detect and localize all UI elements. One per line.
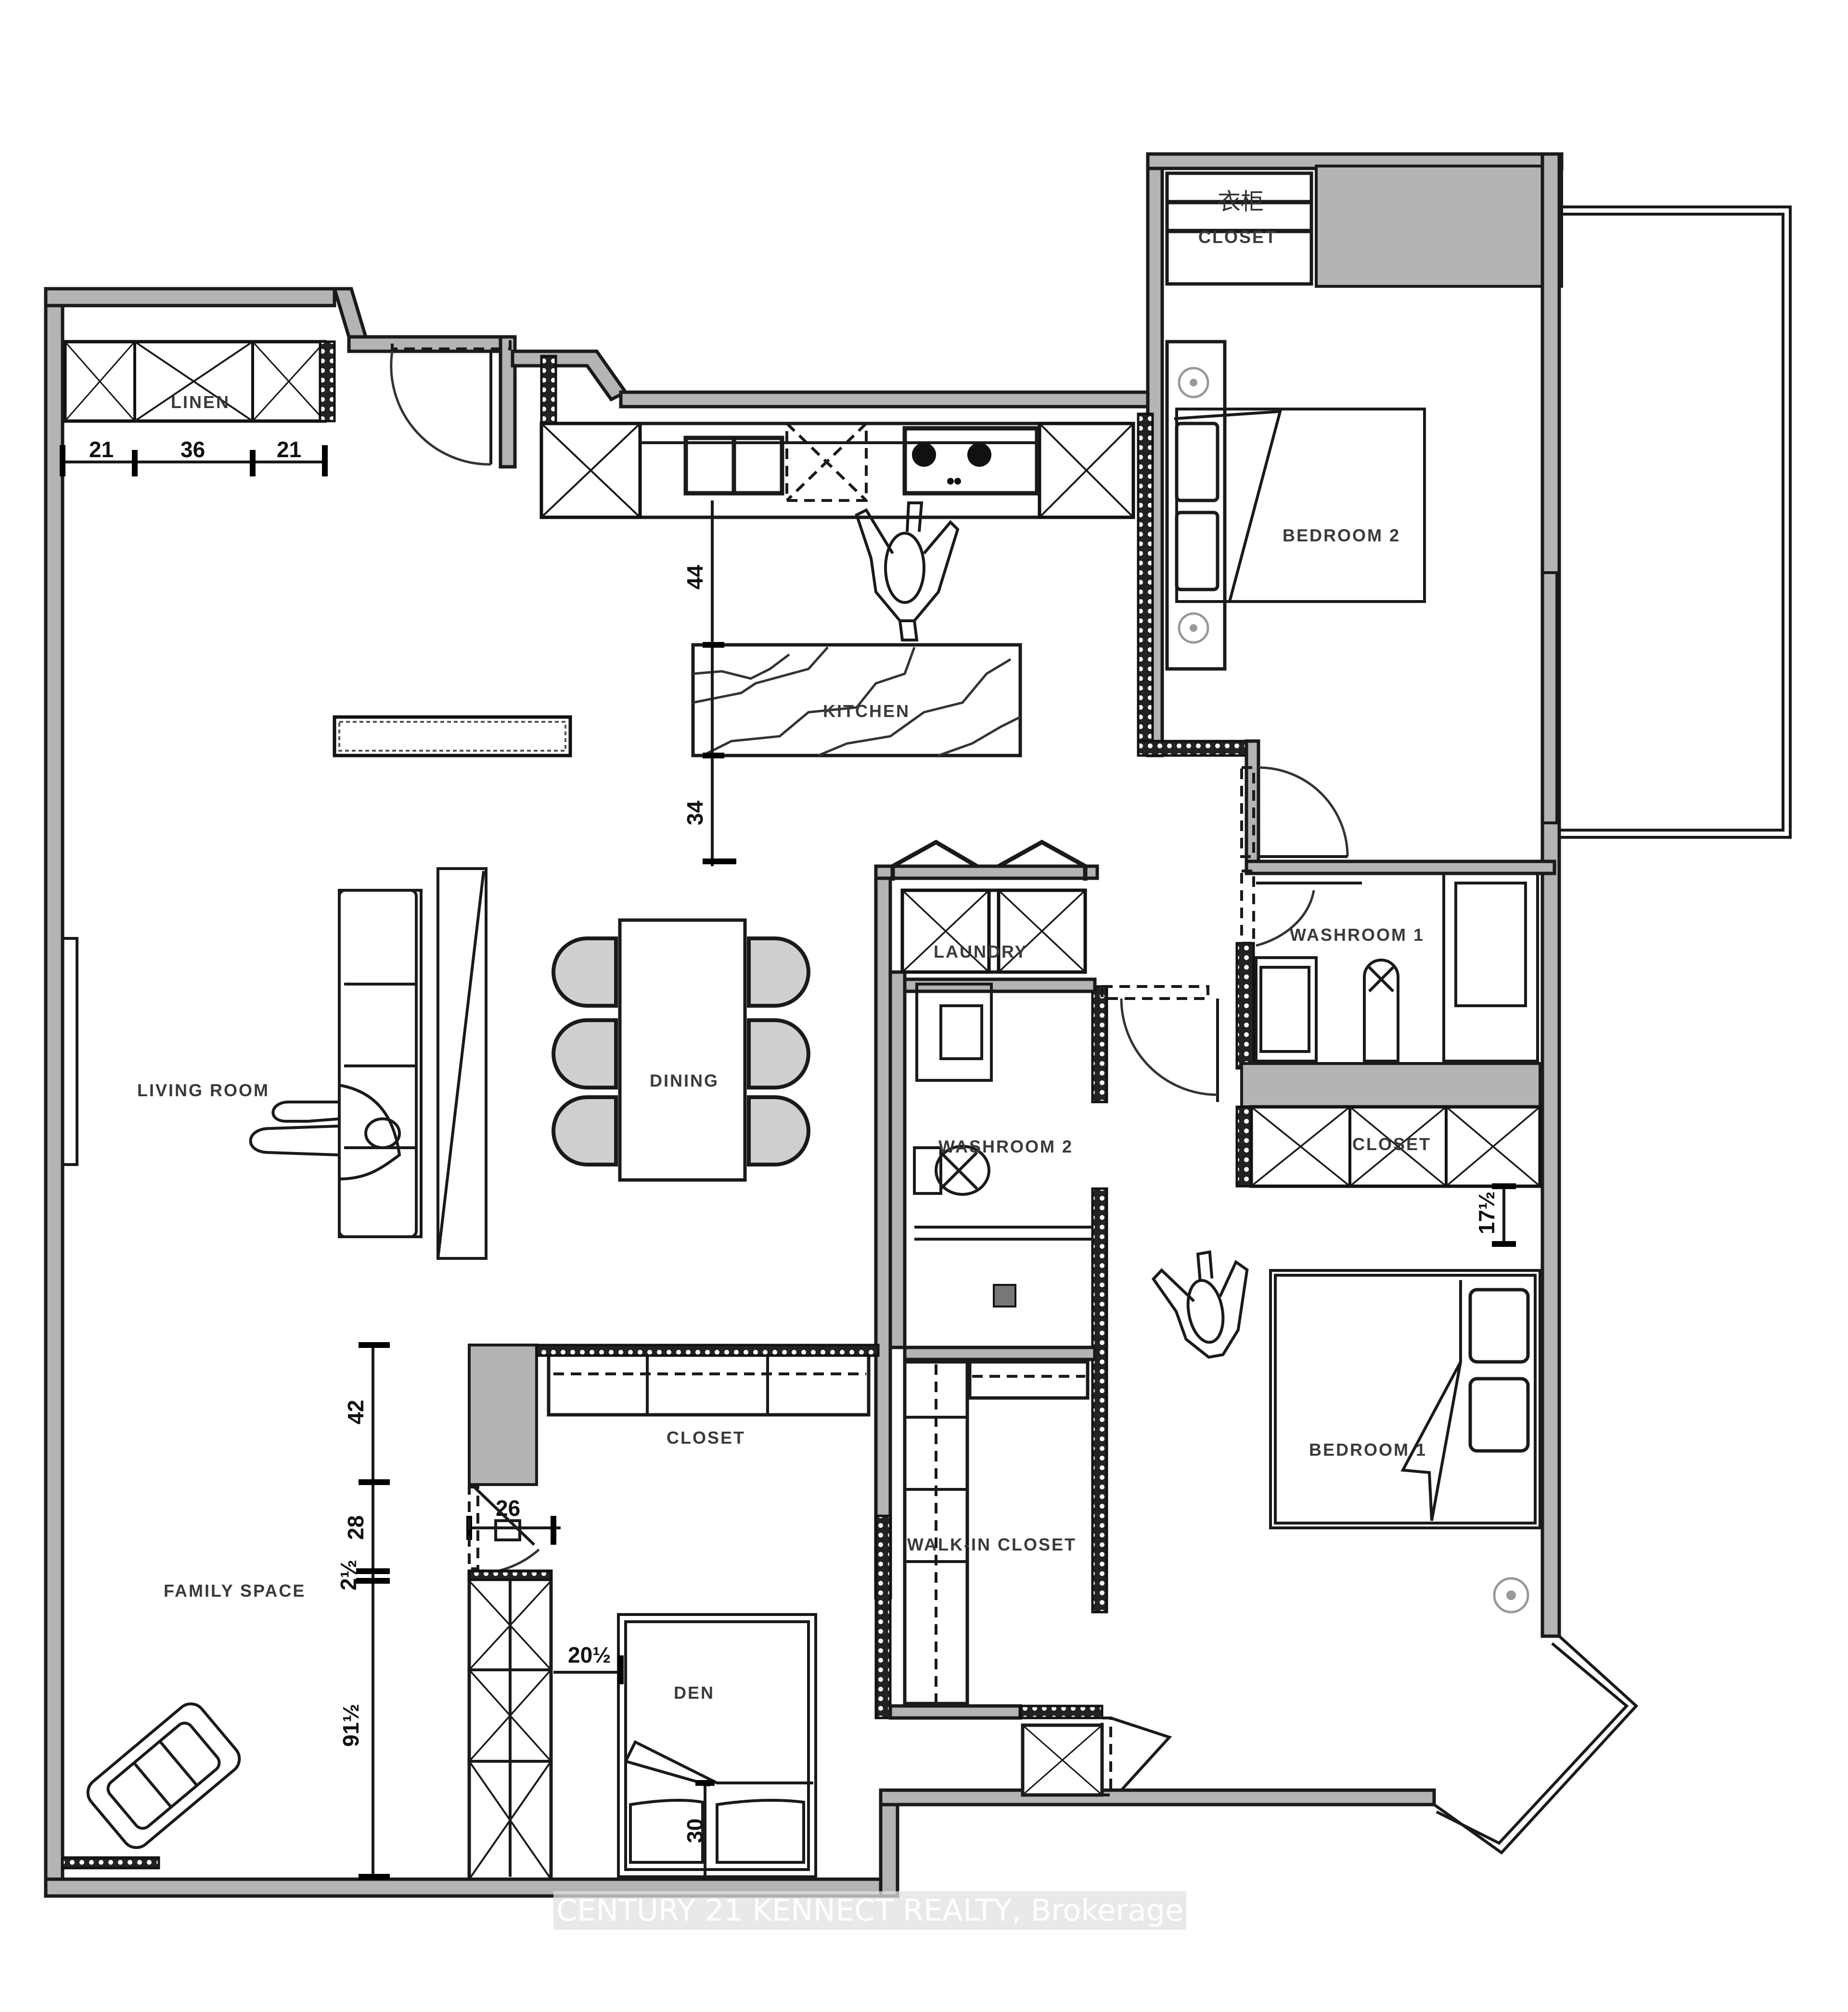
washroom-2: WASHROOM 2	[913, 983, 1219, 1307]
room-label-dining: DINING	[650, 1071, 719, 1090]
den-closet: CLOSET	[468, 1344, 880, 1486]
dimension-family-space: 42 28 2½ 91½	[336, 1342, 390, 1880]
svg-text:36: 36	[180, 437, 205, 462]
kitchen-island: KITCHEN	[691, 643, 1022, 757]
vanity-icon	[915, 983, 993, 1082]
room-label-closet-den: CLOSET	[667, 1428, 745, 1448]
svg-text:21: 21	[277, 437, 301, 462]
dining-table: DINING	[552, 918, 810, 1182]
room-label-closet-top: CLOSET	[1198, 227, 1277, 247]
svg-text:17½: 17½	[1474, 1191, 1499, 1234]
person-figure-icon	[855, 501, 960, 641]
room-label-bedroom-1: BEDROOM 1	[1309, 1440, 1427, 1460]
laundry: LAUNDRY	[890, 839, 1088, 974]
tv-console	[333, 715, 572, 757]
svg-text:21: 21	[89, 437, 114, 462]
room-label-walk-in-closet: WALK-IN CLOSET	[907, 1535, 1077, 1554]
dimension-door-26: 26	[466, 1483, 561, 1575]
svg-text:30: 30	[682, 1819, 707, 1843]
room-label-den: DEN	[674, 1683, 715, 1703]
svg-text:42: 42	[343, 1400, 368, 1424]
svg-text:28: 28	[343, 1515, 368, 1540]
svg-text:衣柜: 衣柜	[1218, 188, 1264, 215]
room-label-living-room: LIVING ROOM	[137, 1080, 270, 1100]
person-seated-icon	[249, 1084, 401, 1180]
bedroom-1: BEDROOM 1	[1269, 1269, 1541, 1614]
cooktop-icon	[902, 426, 1040, 496]
svg-text:91½: 91½	[338, 1704, 363, 1747]
family-space: FAMILY SPACE	[61, 1581, 306, 1870]
washroom-1: WASHROOM 1	[1235, 859, 1556, 1108]
shelving-unit	[467, 1569, 553, 1881]
svg-text:26: 26	[496, 1496, 520, 1521]
svg-text:44: 44	[682, 564, 707, 590]
brokerage-watermark: CENTURY 21 KENNECT REALTY, Brokerage	[553, 1891, 1187, 1930]
toilet-icon	[913, 1145, 990, 1196]
kitchen-counter	[539, 355, 1135, 519]
svg-text:20½: 20½	[568, 1642, 611, 1667]
svg-text:2½: 2½	[336, 1560, 361, 1590]
room-label-bedroom-2: BEDROOM 2	[1283, 525, 1400, 545]
room-label-laundry: LAUNDRY	[934, 942, 1028, 961]
svg-text:34: 34	[682, 800, 707, 825]
bedroom-1-closet: CLOSET	[1235, 1105, 1542, 1188]
den: DEN	[617, 1613, 817, 1878]
foyer-closet	[1021, 1717, 1172, 1797]
dimension-kitchen: 44 34	[682, 500, 736, 866]
room-label-kitchen: KITCHEN	[823, 701, 910, 721]
lounge-chair-icon	[86, 1702, 241, 1849]
central-walls	[874, 864, 1108, 1720]
entry-door[interactable]	[390, 335, 512, 466]
top-closet: 衣柜 CLOSET	[1165, 171, 1313, 286]
dimension-linen: 21 36 21	[60, 437, 328, 476]
room-label-washroom-1: WASHROOM 1	[1290, 925, 1424, 945]
toilet-icon	[1363, 959, 1399, 1063]
room-label-linen: LINEN	[171, 392, 230, 412]
walk-in-closet: WALK-IN CLOSET	[903, 1360, 1090, 1705]
drain-icon	[993, 1284, 1016, 1307]
bedroom-2: BEDROOM 2	[1137, 340, 1558, 868]
living-room: LIVING ROOM	[137, 867, 488, 1260]
dimension-bedroom-1-closet: 17½	[1474, 1183, 1516, 1247]
room-label-closet-bedroom-1: CLOSET	[1352, 1134, 1431, 1154]
dimension-den: 20½ 30	[553, 1642, 715, 1879]
room-label-family-space: FAMILY SPACE	[164, 1581, 306, 1601]
linen-closet: LINEN	[63, 340, 336, 423]
person-figure-icon	[1151, 1250, 1249, 1359]
room-label-washroom-2: WASHROOM 2	[938, 1137, 1073, 1156]
